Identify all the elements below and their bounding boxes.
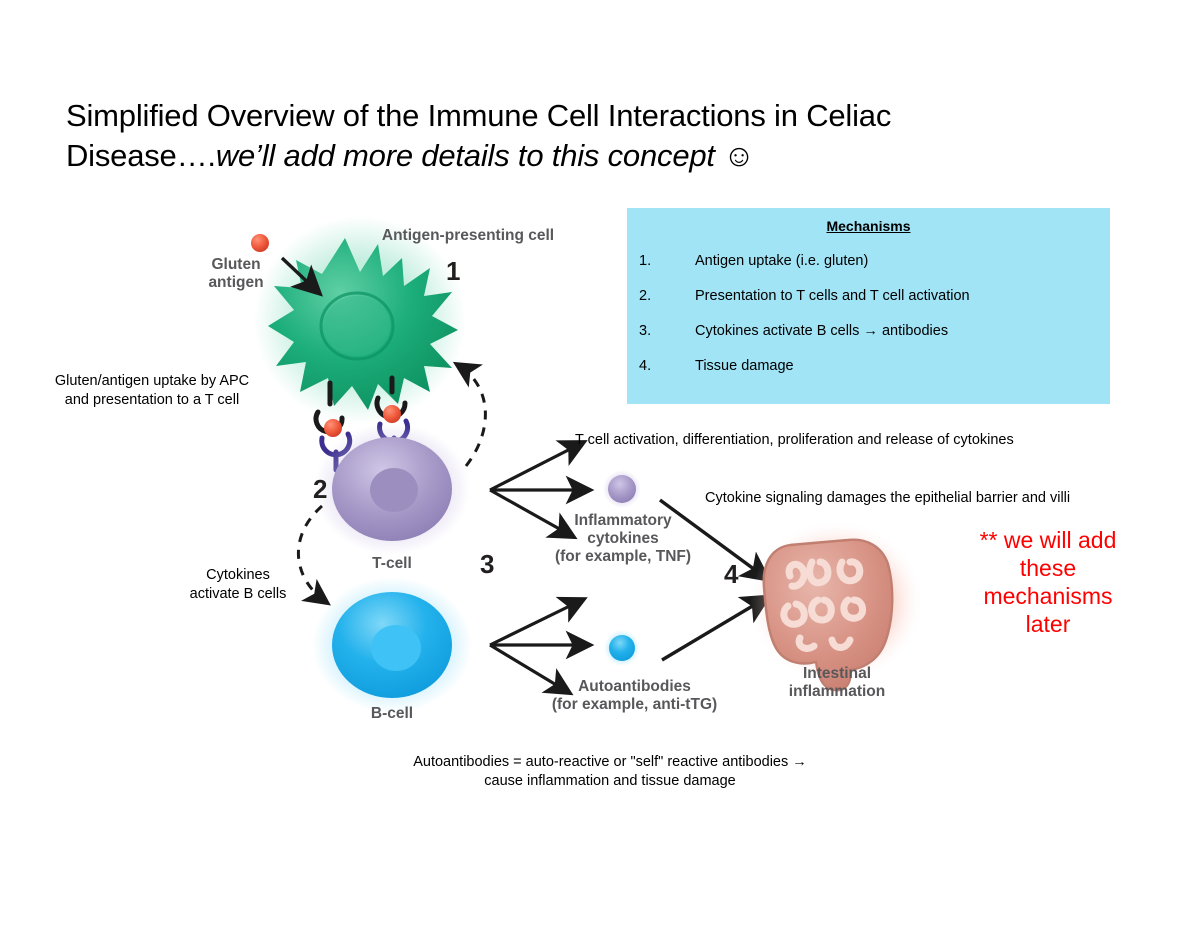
mechanism-item: 2. Presentation to T cells and T cell ac…	[627, 288, 1110, 304]
tcell-label: T-cell	[372, 555, 412, 572]
mechanism-text: Presentation to T cells and T cell activ…	[695, 288, 970, 304]
apc-label: Antigen-presenting cell	[381, 227, 555, 244]
annotation-autoantibodies-definition: Autoantibodies = auto-reactive or "self"…	[413, 754, 807, 789]
annotation-red-note: ** we will add these mechanisms later	[979, 527, 1117, 637]
mechanisms-heading: Mechanisms	[826, 218, 911, 234]
mechanism-number: 3.	[639, 323, 652, 339]
gluten-antigen-label: Gluten antigen	[208, 256, 264, 291]
mechanism-number: 2.	[639, 288, 652, 304]
mechanism-text: Tissue damage	[695, 358, 794, 374]
step-number-1: 1	[446, 256, 461, 286]
mechanism-item: 4. Tissue damage	[627, 358, 1110, 374]
mechanism-text: Cytokines activate B cells → antibodies	[695, 323, 949, 339]
mechanism-item: 1. Antigen uptake (i.e. gluten)	[627, 253, 1110, 269]
smiley-icon: ☺	[723, 138, 755, 173]
mechanism-item: 3. Cytokines activate B cells → antibodi…	[627, 323, 1110, 339]
title-line-2-plain: Disease….	[66, 138, 216, 173]
step-number-3: 3	[480, 549, 495, 579]
annotation-cytokine-signaling: Cytokine signaling damages the epithelia…	[705, 490, 1071, 506]
mechanisms-panel: Mechanisms 1. Antigen uptake (i.e. glute…	[627, 208, 1110, 404]
mechanism-text: Antigen uptake (i.e. gluten)	[695, 253, 869, 269]
inflammatory-cytokines-label: Inflammatory cytokines (for example, TNF…	[554, 512, 692, 565]
page-title: Simplified Overview of the Immune Cell I…	[66, 96, 1066, 176]
step-number-2: 2	[313, 474, 328, 504]
mechanism-number: 4.	[639, 358, 652, 374]
mechanism-number: 1.	[639, 253, 652, 269]
annotation-cytokines-activate-b: Cytokines activate B cells	[189, 567, 287, 602]
intestinal-inflammation-label: Intestinal inflammation	[788, 665, 886, 700]
step-number-4: 4	[724, 559, 739, 589]
title-line-2-italic: we’ll add more details to this concept	[215, 138, 724, 173]
bcell-label: B-cell	[370, 705, 414, 722]
title-line-1: Simplified Overview of the Immune Cell I…	[66, 98, 892, 133]
autoantibodies-label: Autoantibodies (for example, anti-tTG)	[551, 678, 718, 713]
annotation-tcell-activation: T cell activation, differentiation, prol…	[575, 432, 1014, 448]
annotation-apc-uptake: Gluten/antigen uptake by APC and present…	[54, 373, 250, 408]
